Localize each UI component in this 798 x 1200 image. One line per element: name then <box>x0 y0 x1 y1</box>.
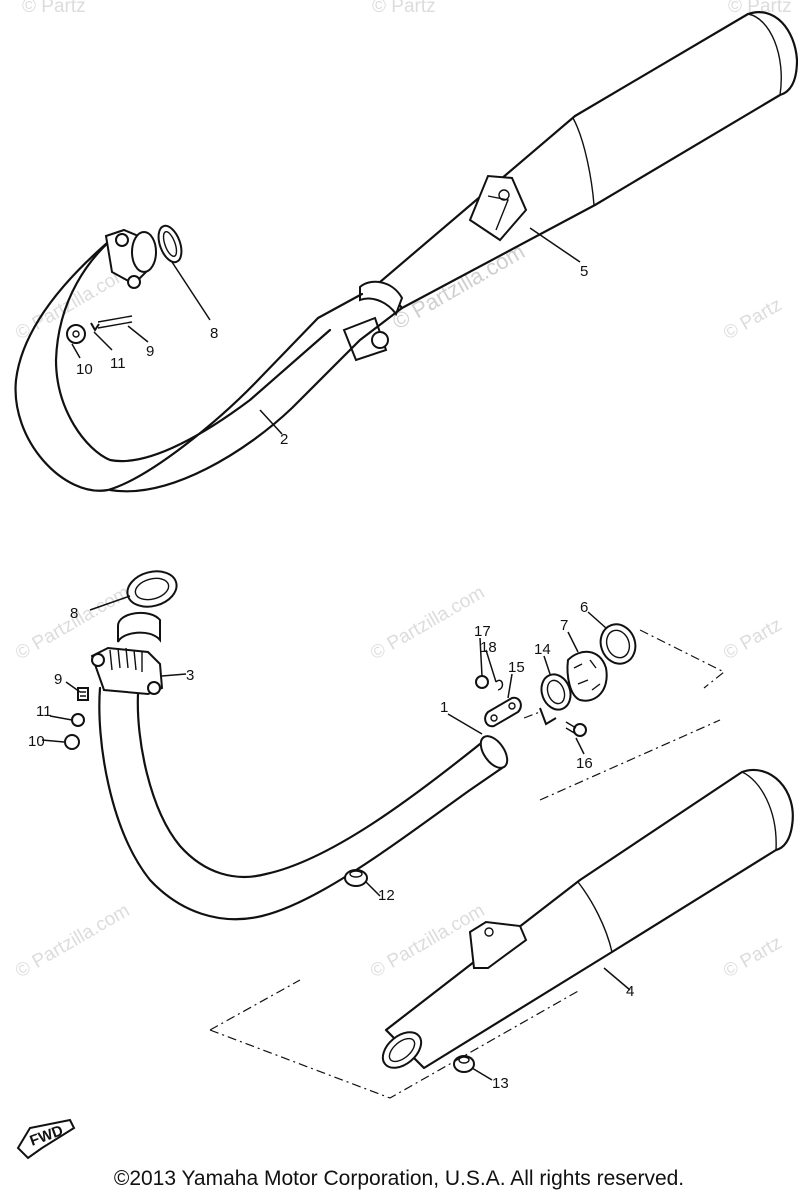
gasket-part-8-upper <box>157 224 183 264</box>
damper-part-13 <box>453 1055 475 1073</box>
leaders-upper <box>71 227 581 435</box>
hardware-parts-15-18 <box>475 675 587 737</box>
callout-3: 3 <box>186 667 194 684</box>
callout-4: 4 <box>626 983 634 1000</box>
callout-16: 16 <box>576 755 593 772</box>
callout-15: 15 <box>508 659 525 676</box>
copyright-notice: ©2013 Yamaha Motor Corporation, U.S.A. A… <box>113 1167 685 1190</box>
watermark-text: © Partz <box>728 0 792 17</box>
fasteners-upper <box>66 315 133 344</box>
fasteners-lower <box>64 687 89 750</box>
callout-8-upper: 8 <box>210 325 218 342</box>
callout-11-lower: 11 <box>36 703 52 720</box>
damper-part-12 <box>344 869 368 887</box>
flange-part-3 <box>90 611 164 696</box>
callout-10-upper: 10 <box>76 361 93 378</box>
upper-exhaust-assembly: 8 9 11 10 2 5 <box>14 11 798 493</box>
callout-11-upper: 11 <box>110 355 126 372</box>
callout-5: 5 <box>580 263 588 280</box>
forward-arrow-icon: FWD <box>16 1118 76 1160</box>
callout-6: 6 <box>580 599 588 616</box>
assembly-lines <box>209 629 726 1099</box>
callout-12: 12 <box>378 887 395 904</box>
lower-exhaust-assembly: 8 3 9 11 10 1 12 13 4 17 18 15 14 7 6 16 <box>28 570 794 1099</box>
exhaust-pipe-part-1 <box>98 686 509 921</box>
watermark-text: © Partzilla.com <box>388 239 529 335</box>
muffler-part-4 <box>381 769 794 1070</box>
exhaust-pipe-part-2 <box>14 230 404 493</box>
watermark-text: © Partz <box>22 0 86 17</box>
callout-2: 2 <box>280 431 288 448</box>
upper-header-flange <box>104 228 157 289</box>
callout-9-lower: 9 <box>54 671 62 688</box>
callout-9-upper: 9 <box>146 343 154 360</box>
muffler-part-5 <box>378 11 798 310</box>
muffler-mount-parts <box>539 623 637 726</box>
leaders-lower <box>41 595 631 1081</box>
watermark-text: © Partz <box>720 614 786 664</box>
callout-13: 13 <box>492 1075 509 1092</box>
watermark-text: © Partzilla.com <box>12 900 133 982</box>
callout-14: 14 <box>534 641 551 658</box>
watermark-text: © Partz <box>372 0 436 17</box>
callout-10-lower: 10 <box>28 733 45 750</box>
watermark-text: © Partzilla.com <box>367 582 488 664</box>
callout-7: 7 <box>560 617 568 634</box>
callout-18: 18 <box>480 639 497 656</box>
callout-1: 1 <box>440 699 448 716</box>
gasket-part-8-lower <box>126 570 178 608</box>
callout-8-lower: 8 <box>70 605 78 622</box>
callout-17: 17 <box>474 623 491 640</box>
watermark-text: © Partz <box>720 294 786 344</box>
watermark-text: © Partz <box>720 932 786 982</box>
